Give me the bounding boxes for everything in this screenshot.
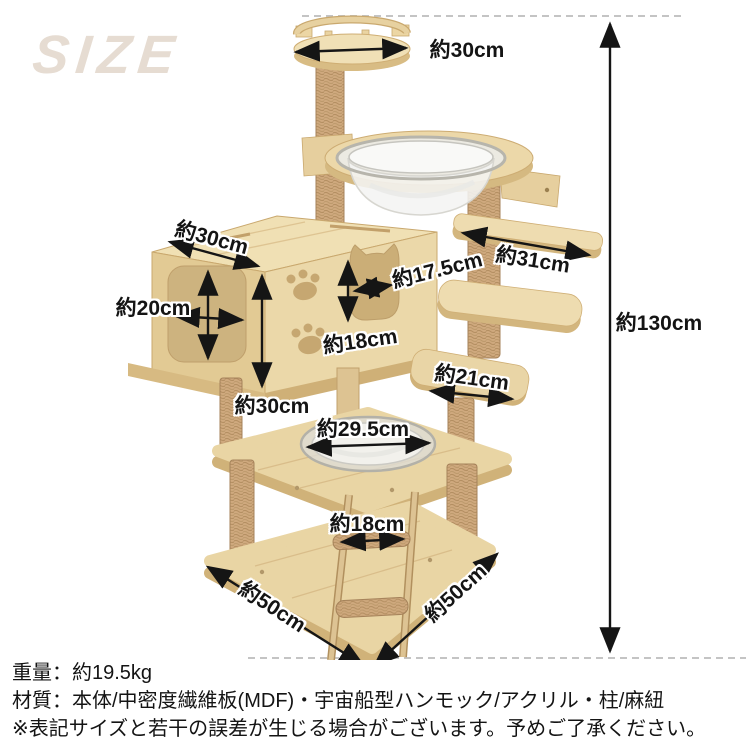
spec-material: 材質：本体/中密度繊維板(MDF)・宇宙船型ハンモック/アクリル・柱/麻紐 — [12, 690, 665, 712]
dim-total-height: 約130cm — [615, 312, 703, 335]
top-platform — [293, 15, 411, 71]
dim-house-height: 約30cm — [234, 395, 310, 418]
spec-weight: 重量：約19.5kg — [12, 662, 153, 684]
dim-bowl-diameter: 約29.5cm — [316, 418, 410, 441]
arrow-ladder-width — [339, 529, 406, 552]
dim-house-side-hole: 約20cm — [115, 297, 191, 320]
space-capsule-hammock — [301, 130, 561, 216]
paw-print-cutouts — [286, 269, 325, 355]
arrow-top-platform-width — [293, 38, 409, 62]
arrow-base-width — [373, 552, 499, 660]
dim-ladder-width: 約18cm — [329, 513, 405, 536]
ladder-rung — [335, 597, 409, 618]
arrow-house-top-depth — [167, 238, 261, 270]
arrow-step-width — [428, 382, 515, 408]
dim-top-platform-width: 約30cm — [429, 39, 505, 62]
step-platform-upper — [437, 279, 583, 334]
arrow-side-hole-width — [173, 306, 245, 330]
arrow-base-depth — [205, 565, 366, 660]
product-specs: 重量：約19.5kg 材質：本体/中密度繊維板(MDF)・宇宙船型ハンモック/ア… — [12, 659, 748, 743]
cat-tower-illustration — [128, 15, 746, 660]
arrow-cat-hole-width — [352, 276, 394, 300]
wing-screw — [544, 187, 550, 193]
spec-note: ※表記サイズと若干の誤差が生じる場合がございます。予めご了承ください。 — [12, 718, 707, 740]
acrylic-bowl — [347, 157, 495, 216]
cat-head-entrance-hole — [349, 243, 400, 321]
arrow-bowl-diameter — [305, 433, 432, 457]
arrow-perch-width — [460, 226, 592, 262]
dimension-arrows — [167, 21, 621, 660]
